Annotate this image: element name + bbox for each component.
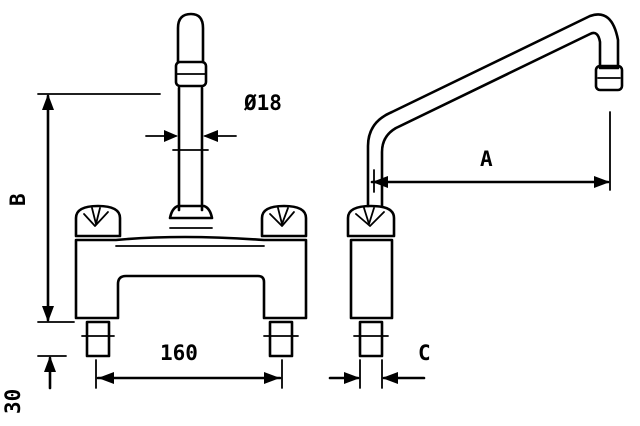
left-handle [74,204,122,238]
left-leg [85,320,111,358]
mixer-body [74,235,308,320]
dimension-30-label: 30 [1,389,25,414]
dimension-160-label: 160 [160,341,198,365]
dimension-diameter-label: Ø18 [243,91,282,115]
side-leg [358,320,384,358]
spout-base [168,204,214,220]
spout-outlet [594,64,624,92]
aerator-collar [174,60,208,88]
dimension-lines [37,93,611,390]
right-leg [268,320,294,358]
dimension-b-label: B [6,193,30,206]
side-view-faucet [346,13,624,358]
dimension-c-label: C [418,341,431,365]
dimension-a-label: A [480,147,493,171]
side-body [349,238,394,320]
front-view-faucet [74,12,308,358]
right-handle [260,204,308,238]
swivel-spout [366,13,620,208]
spout-top-curve [176,12,205,64]
side-handle [346,204,396,238]
